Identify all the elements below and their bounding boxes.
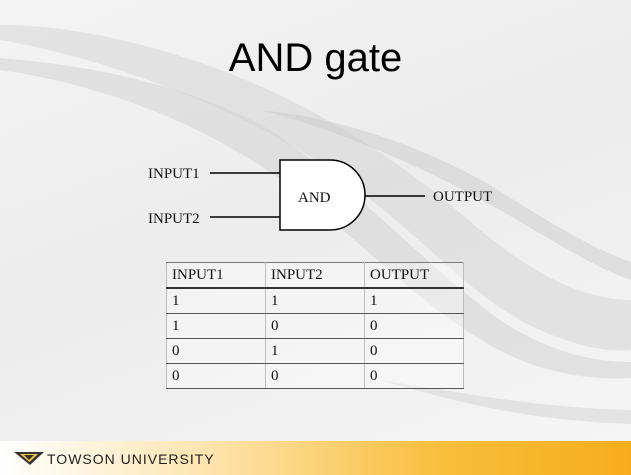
table-cell: 1 [166,287,266,314]
table-row: 1 0 0 [166,313,464,339]
input1-label: INPUT1 [148,166,200,182]
and-gate-symbol [279,159,366,231]
table-row: 0 1 0 [166,338,464,364]
footer-bar: TOWSON UNIVERSITY [0,441,631,475]
truth-table: INPUT1 INPUT2 OUTPUT 1 1 1 1 0 0 0 1 0 [166,262,464,389]
table-cell: 0 [265,313,365,339]
table-cell: 1 [166,313,266,339]
table-cell: 1 [265,287,365,314]
slide-title: AND gate [228,36,403,80]
truth-table-header-row: INPUT1 INPUT2 OUTPUT [166,262,464,289]
table-cell: 0 [364,338,464,364]
table-cell: 1 [265,338,365,364]
table-cell: 0 [265,363,365,389]
towson-logo-icon [14,452,44,465]
table-row: 0 0 0 [166,363,464,389]
table-cell: 1 [364,287,464,314]
table-cell: 0 [166,363,266,389]
table-cell: 0 [364,313,464,339]
and-gate-diagram: INPUT1 INPUT2 AND OUTPUT [148,159,492,231]
output-label: OUTPUT [433,189,492,205]
table-cell: 0 [166,338,266,364]
table-row: 1 1 1 [166,287,464,314]
gate-label: AND [298,190,331,206]
column-header-input1: INPUT1 [166,262,266,289]
column-header-input2: INPUT2 [265,262,365,289]
column-header-output: OUTPUT [364,262,464,289]
table-cell: 0 [364,363,464,389]
university-name: TOWSON UNIVERSITY [47,451,215,467]
input2-label: INPUT2 [148,211,200,227]
